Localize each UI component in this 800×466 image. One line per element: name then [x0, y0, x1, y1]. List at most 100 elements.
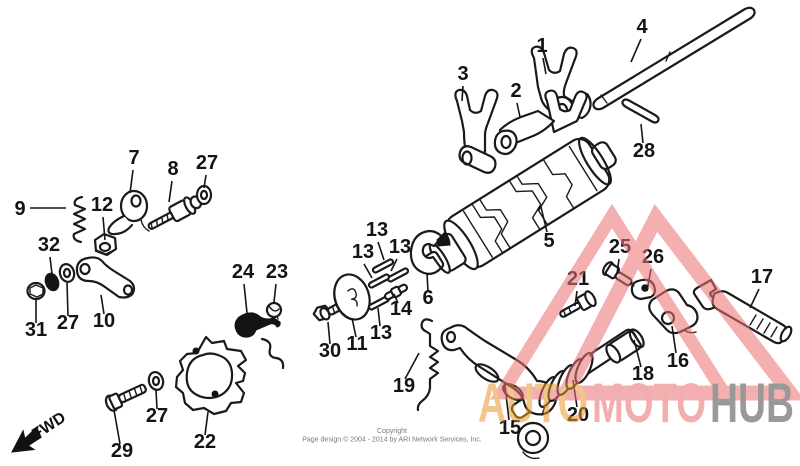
leader-line-11	[351, 317, 357, 338]
callout-7: 7	[128, 147, 139, 169]
part-set-plate-22	[174, 335, 248, 416]
watermark-triangle-inner	[553, 204, 800, 401]
part-roller-23	[265, 301, 283, 319]
callout-5: 5	[543, 230, 554, 252]
part-pin-28	[621, 98, 660, 124]
fwd-label: FWD	[29, 409, 69, 443]
callout-1: 1	[536, 35, 547, 57]
part-bolt-29	[104, 383, 147, 412]
leader-line-8	[168, 180, 173, 203]
callout-15: 15	[499, 417, 521, 439]
part-washer-27c	[147, 371, 165, 391]
leader-line-18	[633, 339, 642, 368]
fwd-arrow-icon	[11, 426, 42, 453]
leader-line-25	[616, 258, 620, 275]
leader-line-32	[49, 256, 53, 275]
leader-line-23	[273, 283, 277, 303]
part-pivot-bolt-8	[147, 195, 203, 230]
callout-13: 13	[389, 236, 411, 258]
callout-32: 32	[38, 234, 60, 256]
copyright-line2: Page design © 2004 - 2014 by ARI Network…	[302, 436, 482, 444]
leader-line-7	[129, 169, 134, 194]
callout-16: 16	[667, 350, 689, 372]
callout-8: 8	[167, 158, 178, 180]
leader-lines	[30, 38, 760, 445]
wordmark-auto: AUTO	[478, 371, 588, 434]
leader-line-19	[404, 352, 420, 380]
leader-line-16	[671, 325, 677, 354]
leader-line-24	[243, 283, 248, 314]
callout-20: 20	[567, 404, 589, 426]
copyright-line1: Copyright	[377, 428, 407, 435]
leader-line-12	[102, 216, 106, 241]
leader-line-30	[327, 321, 331, 345]
leader-line-21	[574, 290, 578, 307]
callout-13: 13	[370, 322, 392, 344]
part-pins-13-14	[367, 258, 410, 311]
wordmark-moto: MOTO	[592, 371, 706, 434]
part-spring-19	[416, 318, 440, 412]
leader-line-1	[542, 57, 547, 75]
part-spring-9	[72, 195, 87, 244]
leader-line-17	[749, 288, 760, 309]
callout-2: 2	[510, 80, 521, 102]
leader-line-14	[393, 293, 399, 304]
wordmark-hub: HUB	[710, 371, 794, 434]
callout-28: 28	[633, 140, 655, 162]
leader-line-13	[377, 307, 381, 327]
callout-19: 19	[393, 375, 415, 397]
leader-line-27	[155, 389, 158, 410]
watermark-wordmark: AUTO MOTO HUB	[478, 371, 794, 434]
part-fork-shaft-4	[592, 6, 756, 111]
callout-17: 17	[751, 266, 773, 288]
callout-9: 9	[14, 198, 25, 220]
callout-12: 12	[91, 194, 113, 216]
leader-line-6	[426, 272, 429, 293]
watermark: AUTO MOTO HUB	[478, 203, 800, 434]
fwd-marker: FWD	[11, 409, 69, 453]
part-washer-27a	[195, 184, 213, 206]
leader-line-4	[630, 38, 642, 63]
callout-22: 22	[194, 431, 216, 453]
leader-line-27	[203, 174, 207, 189]
leader-line-10	[100, 294, 105, 315]
callout-23: 23	[266, 261, 288, 283]
leader-line-22	[204, 411, 209, 436]
leader-line-27	[66, 282, 69, 317]
callout-3: 3	[457, 63, 468, 85]
callout-4: 4	[636, 16, 648, 38]
part-shift-fork-2	[493, 89, 588, 156]
part-washer-27b	[58, 263, 76, 283]
part-bolt-31	[26, 281, 46, 301]
part-collar-18	[605, 328, 645, 364]
callout-27: 27	[196, 152, 218, 174]
callout-11: 11	[346, 333, 367, 355]
leader-line-28	[640, 123, 644, 144]
callout-13: 13	[366, 219, 388, 241]
callout-10: 10	[93, 310, 115, 332]
leader-line-2	[516, 102, 521, 118]
callout-29: 29	[111, 440, 133, 462]
part-link-arm-10	[75, 256, 136, 299]
leader-line-5	[540, 206, 548, 233]
leader-line-13	[377, 241, 385, 261]
leader-line-13	[363, 263, 373, 279]
callout-27: 27	[57, 312, 79, 334]
callout-31: 31	[25, 319, 47, 341]
leader-line-29	[113, 409, 121, 445]
part-cam-plate-11	[333, 273, 371, 321]
callout-18: 18	[632, 363, 654, 385]
part-neutral-rotor-6	[409, 229, 451, 275]
part-bolt-21	[559, 290, 597, 318]
callout-24: 24	[232, 261, 255, 283]
part-spring-wire	[260, 337, 285, 370]
part-rubber-32	[44, 272, 60, 292]
part-shift-fork-3	[454, 88, 499, 174]
part-stopper-arm-7	[107, 189, 150, 236]
callout-14: 14	[390, 298, 413, 320]
callout-13: 13	[352, 241, 374, 263]
callout-27: 27	[146, 405, 168, 427]
